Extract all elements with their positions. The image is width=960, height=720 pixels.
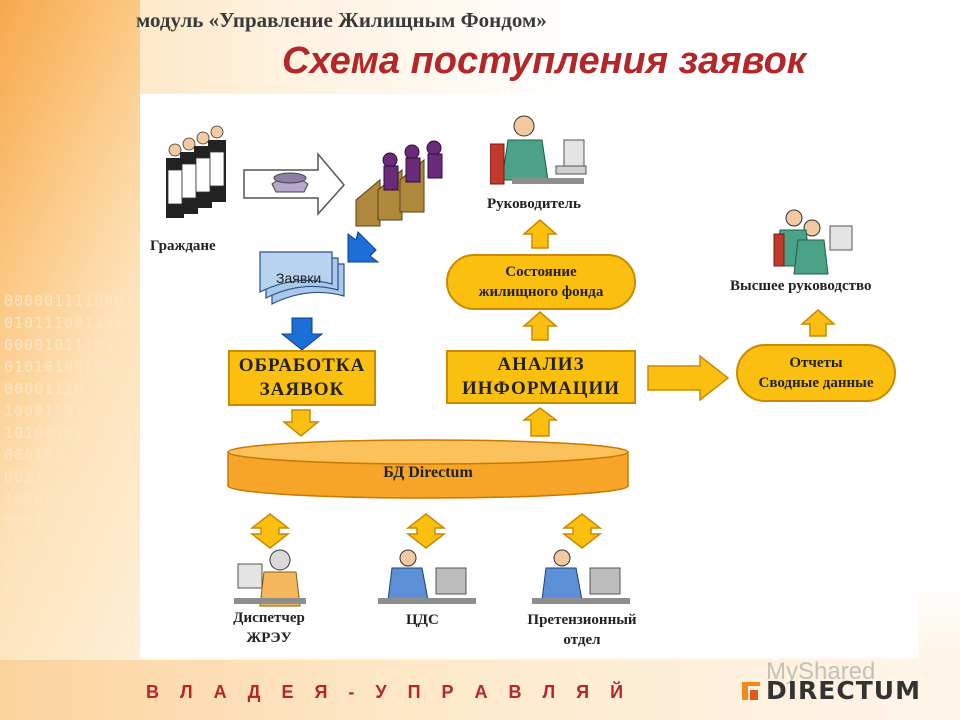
double-arrow-dispatcher: [249, 513, 291, 549]
footer-strip: [0, 660, 960, 720]
directum-logo-icon: [742, 681, 760, 700]
processing-line2: ЗАЯВОК: [259, 379, 345, 400]
housing-state-line1: Состояние: [505, 264, 577, 280]
blue-small-arrow: [347, 231, 380, 263]
manager-label: Руководитель: [487, 196, 581, 212]
phone-icon: [271, 172, 309, 193]
dispatcher-icon: [234, 549, 306, 607]
up-arrow-to-state: [522, 311, 558, 341]
claims-line2: отдел: [563, 632, 601, 648]
analysis-line2: ИНФОРМАЦИИ: [461, 378, 621, 399]
claims-label: Претензионный отдел: [512, 610, 652, 650]
housing-state-pill: Состояние жилищного фонда: [446, 254, 636, 310]
manager-icon: [490, 115, 587, 185]
senior-management-label: Высшее руководство: [730, 278, 872, 294]
double-arrow-cds: [405, 513, 447, 549]
background-left-decor: [0, 0, 140, 720]
dispatcher-line2: ЖРЭУ: [246, 630, 292, 646]
analysis-line1: АНАЛИЗ: [497, 354, 585, 375]
analysis-box: АНАЛИЗ ИНФОРМАЦИИ: [446, 350, 636, 404]
double-arrow-claims: [561, 513, 603, 549]
up-arrow-to-senior: [800, 309, 836, 337]
citizens-icon: [166, 125, 226, 218]
blue-down-arrow: [280, 317, 324, 351]
operators-icon: [355, 140, 443, 227]
up-arrow-db-to-analysis: [521, 407, 559, 437]
processing-box: ОБРАБОТКА ЗАЯВОК: [228, 350, 376, 406]
directum-logo: DIRECTUM: [738, 676, 921, 705]
myshared-watermark: MyShared: [766, 658, 876, 685]
down-arrow-processing-to-db: [281, 409, 321, 437]
requests-doc-label: Заявки: [276, 270, 322, 286]
database-cylinder: [227, 439, 629, 499]
housing-state-line2: жилищного фонда: [478, 284, 604, 300]
footer-slogan: В Л А Д Е Я - У П Р А В Л Я Й: [146, 682, 632, 702]
cds-label: ЦДС: [406, 612, 439, 628]
claims-icon: [532, 549, 630, 604]
database-label: БД Directum: [383, 464, 473, 481]
processing-line1: ОБРАБОТКА: [238, 355, 366, 376]
reports-line1: Отчеты: [789, 355, 843, 371]
right-arrow-to-reports: [647, 354, 730, 402]
claims-line1: Претензионный: [527, 612, 637, 628]
requests-document-stack: [259, 251, 345, 305]
background-top-band: [0, 0, 960, 100]
reports-line2: Сводные данные: [758, 375, 874, 391]
senior-management-icon: [773, 209, 853, 275]
module-caption: модуль «Управление Жилищным Фондом»: [136, 8, 547, 32]
directum-logo-text: DIRECTUM: [766, 676, 921, 705]
cds-icon: [378, 549, 476, 604]
up-arrow-to-manager: [522, 219, 558, 249]
citizens-label: Граждане: [150, 238, 216, 254]
dispatcher-line1: Диспетчер: [233, 610, 305, 626]
slide-title: Схема поступления заявок: [282, 40, 807, 82]
